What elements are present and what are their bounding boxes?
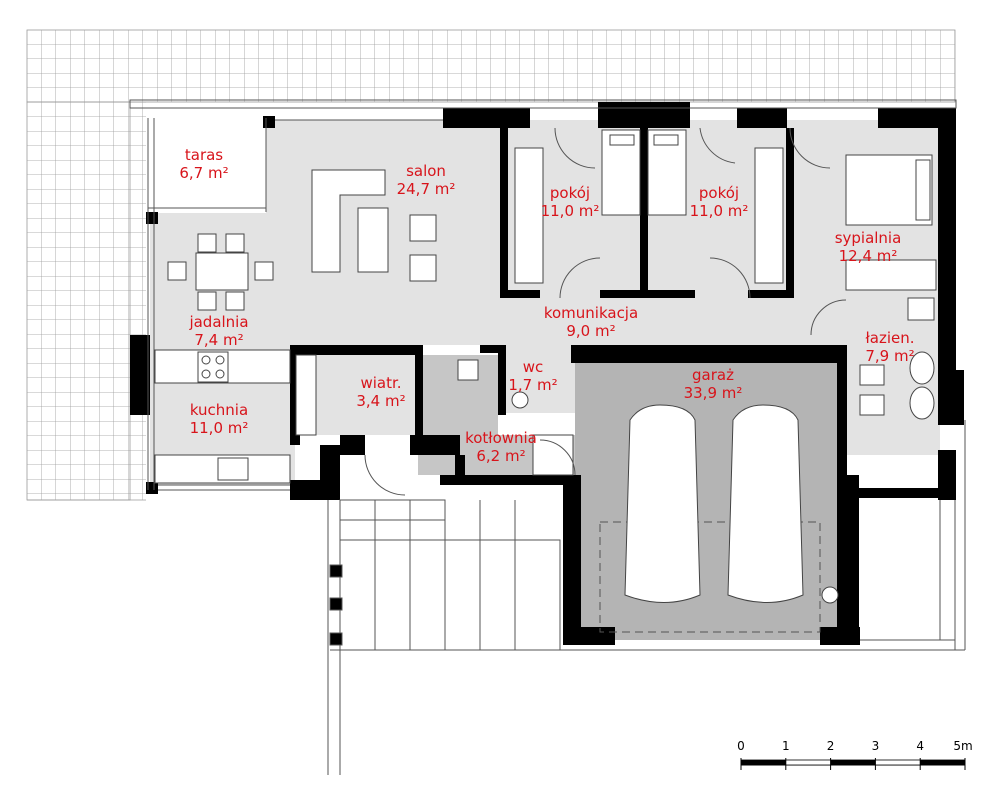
room-name-kuchnia: kuchnia xyxy=(190,401,248,419)
room-area-taras: 6,7 m² xyxy=(179,164,228,182)
room-name-sypialnia: sypialnia xyxy=(835,229,902,247)
room-name-wiatrolap: wiatr. xyxy=(360,374,401,392)
room-area-kotlownia: 6,2 m² xyxy=(476,447,525,465)
room-name-komunikacja: komunikacja xyxy=(544,304,638,322)
entrance-stairs xyxy=(327,499,561,775)
room-area-salon: 24,7 m² xyxy=(397,180,456,198)
room-name-pokoj1: pokój xyxy=(550,184,590,202)
room-name-pokoj2: pokój xyxy=(699,184,739,202)
room-area-sypialnia: 12,4 m² xyxy=(839,247,898,265)
room-name-lazienka: łazien. xyxy=(866,329,915,347)
room-area-lazienka: 7,9 m² xyxy=(865,347,914,365)
scale-segment xyxy=(741,760,786,765)
scale-label: 5m xyxy=(953,739,972,753)
room-name-wc: wc xyxy=(523,358,544,376)
room-area-garaz: 33,9 m² xyxy=(684,384,743,402)
scale-segment xyxy=(830,760,876,765)
room-area-pokoj1: 11,0 m² xyxy=(541,202,600,220)
room-area-wc: 1,7 m² xyxy=(508,376,557,394)
scale-label: 0 xyxy=(737,739,745,753)
room-area-komunikacja: 9,0 m² xyxy=(566,322,615,340)
room-area-pokoj2: 11,0 m² xyxy=(690,202,749,220)
room-area-wiatrolap: 3,4 m² xyxy=(356,392,405,410)
scale-label: 2 xyxy=(827,739,835,753)
furniture xyxy=(154,129,937,604)
room-name-garaz: garaż xyxy=(692,366,734,384)
walls xyxy=(130,102,964,645)
scale-label: 1 xyxy=(782,739,790,753)
room-area-kuchnia: 11,0 m² xyxy=(190,419,249,437)
scale-segment xyxy=(920,760,965,765)
scale-bar: 0 1 2 3 4 5m xyxy=(737,739,973,770)
room-name-salon: salon xyxy=(406,162,446,180)
scale-label: 3 xyxy=(872,739,880,753)
room-name-jadalnia: jadalnia xyxy=(188,313,248,331)
room-name-taras: taras xyxy=(185,146,223,164)
room-area-jadalnia: 7,4 m² xyxy=(194,331,243,349)
doors xyxy=(364,127,847,496)
room-name-kotlownia: kotłownia xyxy=(465,429,537,447)
scale-label: 4 xyxy=(916,739,924,753)
